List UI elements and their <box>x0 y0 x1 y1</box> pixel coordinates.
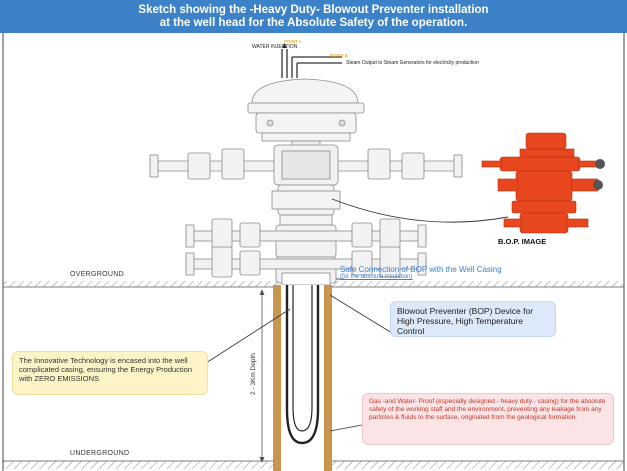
innovative-callout: The Innovative Technology is encased int… <box>12 351 208 395</box>
safe-connection-label: Safe Connection of BOP with the Well Cas… <box>340 265 502 274</box>
point-a-label: POINT A <box>284 39 302 44</box>
u-tube-outer <box>285 285 320 445</box>
upper-valve-arm <box>149 144 463 186</box>
bop-diagram: POINT A WATER INJECTION POINT B Steam Ou… <box>0 33 627 471</box>
injection-pipes <box>281 43 342 78</box>
proof-callout: Gas -and Water- Proof (especially design… <box>362 393 614 445</box>
water-injection-label: WATER INJECTION <box>252 44 298 50</box>
casing-right <box>324 285 332 471</box>
point-b-label: POINT B <box>330 53 348 58</box>
depth-label: 2 - 3Km Depth <box>250 353 257 395</box>
bop-image-leader <box>331 198 509 223</box>
bop-image-icon <box>481 132 605 234</box>
bop-callout-leader <box>329 294 393 334</box>
bop-image-label: B.O.P. IMAGE <box>498 237 547 246</box>
innovative-leader <box>205 308 291 364</box>
overground-label: OVERGROUND <box>70 271 124 278</box>
diagram-graphics <box>2 33 625 471</box>
wellhead-top <box>247 78 365 156</box>
proof-leader <box>329 424 363 432</box>
title-line-1: Sketch showing the -Heavy Duty- Blowout … <box>138 4 489 16</box>
steam-output-label: Steam Output to Steam Generators for ele… <box>346 60 479 66</box>
bop-callout: Blowout Preventer (BOP) Device for High … <box>390 301 556 337</box>
title-line-2: at the well head for the Absolute Safety… <box>159 17 468 29</box>
underground-label: UNDERGROUND <box>70 450 130 457</box>
center-spool <box>271 184 341 226</box>
u-tube-inner <box>292 285 313 432</box>
diagram-title: Sketch showing the -Heavy Duty- Blowout … <box>0 0 627 33</box>
casing-left <box>273 285 281 471</box>
connection-flange <box>281 272 331 286</box>
safe-connection-sub: (for the absolute insulation) <box>340 274 413 280</box>
